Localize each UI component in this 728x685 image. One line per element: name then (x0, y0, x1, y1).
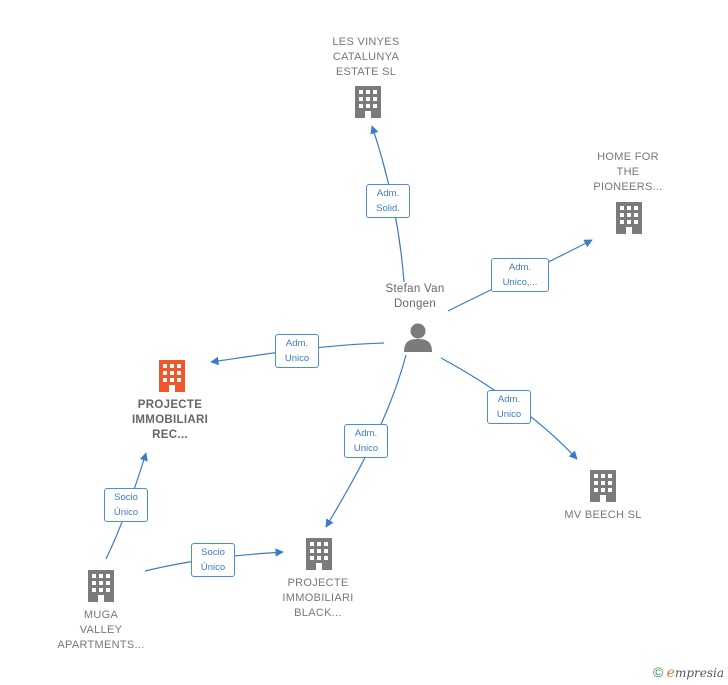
copyright-symbol: © (652, 664, 664, 680)
building-icon[interactable] (616, 202, 642, 234)
edge-label-adm-unico-home: Adm. Unico,... (491, 258, 549, 292)
edge-label-line: Socio (114, 492, 138, 503)
brand-name: mpresia (674, 666, 724, 680)
edge-label-line: Adm. (354, 428, 378, 439)
edge-label-adm-solid: Adm. Solid. (366, 184, 410, 218)
edge-label-socio-unico-black: Socio Único (191, 543, 235, 577)
building-icon[interactable] (88, 570, 114, 602)
company-home-pioneers-label[interactable]: HOME FOR THE PIONEERS... (593, 151, 663, 193)
company-projecte-rec-label[interactable]: PROJECTE IMMOBILIARI REC... (131, 399, 209, 441)
company-les-vinyes-label[interactable]: LES VINYES CATALUNYA ESTATE SL (332, 36, 400, 78)
edge-label-line: Unico (284, 353, 310, 364)
building-icon[interactable] (355, 86, 381, 118)
edge-label-line: Adm. (508, 262, 532, 273)
person-stefan-label[interactable]: Stefan Van Dongen (385, 283, 445, 310)
edge-label-line: Adm. (376, 188, 400, 199)
edge-label-adm-unico-beech: Adm. Unico (487, 390, 531, 424)
building-icon[interactable] (590, 470, 616, 502)
company-projecte-black-label[interactable]: PROJECTE IMMOBILIARI BLACK... (282, 577, 354, 619)
edge-label-line: Unico,... (502, 277, 538, 288)
edge-label-line: Solid. (376, 203, 400, 214)
edge-label-line: Adm. (285, 338, 309, 349)
edge-label-adm-unico-black: Adm. Unico (344, 424, 388, 458)
edge-label-socio-unico-rec: Socio Único (104, 488, 148, 522)
edge-label-adm-unico-rec: Adm. Unico (275, 334, 319, 368)
building-icon[interactable] (159, 360, 185, 392)
company-mv-beech-label[interactable]: MV BEECH SL (564, 509, 642, 521)
brand-initial: e (666, 665, 675, 681)
edge-label-line: Unico (353, 443, 379, 454)
person-icon[interactable] (404, 323, 432, 353)
company-muga-valley-label[interactable]: MUGA VALLEY APARTMENTS... (57, 609, 145, 651)
edge-label-line: Unico (496, 409, 522, 420)
edge-label-line: Adm. (497, 394, 521, 405)
edge-label-line: Único (200, 562, 226, 573)
empresia-logo: © empresia (653, 664, 724, 681)
edge-label-line: Único (113, 507, 139, 518)
building-icon[interactable] (306, 538, 332, 570)
edge-label-line: Socio (201, 547, 225, 558)
